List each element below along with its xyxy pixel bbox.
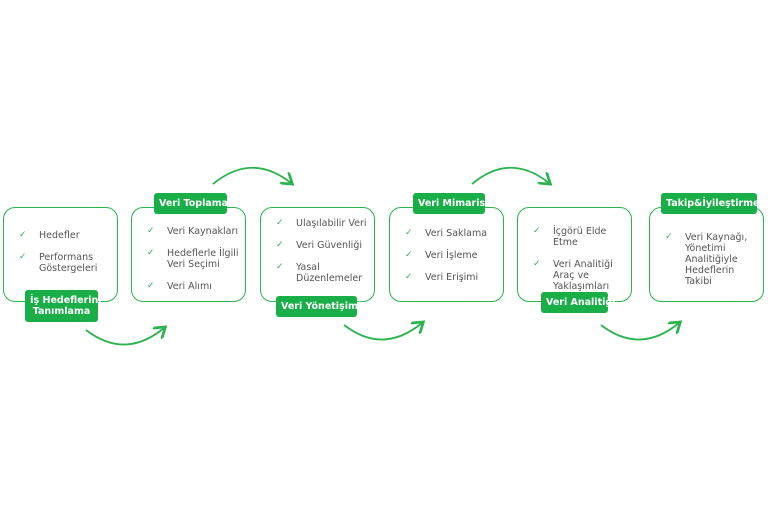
arrow-2-3 <box>212 166 291 184</box>
step-item: ✓ Veri İşleme <box>405 250 497 261</box>
step-item: ✓ Veri Güvenliği <box>276 240 368 251</box>
step-title-5: Veri Analitiği <box>541 292 615 313</box>
step-card-1: ✓ Hedefler ✓ Performans Göstergeleri <box>3 207 118 302</box>
step-item-text: Performans Göstergeleri <box>39 252 98 274</box>
step-title-4: Veri Mimarisi <box>413 193 488 214</box>
check-icon: ✓ <box>147 281 155 291</box>
check-icon: ✓ <box>147 226 155 236</box>
step-item-text: Veri İşleme <box>425 250 478 261</box>
step-items: ✓ İçgörü Elde Etme ✓ Veri Analitiği Araç ve… <box>533 226 625 303</box>
step-item-text: Hedeflerle İlgili Veri Seçimi <box>167 248 239 270</box>
step-item: ✓ Veri Kaynağı, Yönetimi Analitiğiyle Hed… <box>665 232 757 287</box>
check-icon: ✓ <box>276 240 284 250</box>
step-item-text: Veri Güvenliği <box>296 240 362 251</box>
step-title-3: Veri Yönetişimi <box>276 296 361 317</box>
step-item: ✓ İçgörü Elde Etme <box>533 226 625 248</box>
step-item-text: Ulaşılabilir Veri <box>296 218 367 229</box>
arrow-3-4 <box>343 323 422 341</box>
check-icon: ✓ <box>533 259 541 269</box>
check-icon: ✓ <box>405 228 413 238</box>
arrow-1-2 <box>85 328 164 346</box>
check-icon: ✓ <box>147 248 155 258</box>
step-item: ✓ Ulaşılabilir Veri <box>276 218 368 229</box>
step-items: ✓ Veri Kaynağı, Yönetimi Analitiğiyle Hed… <box>665 232 757 298</box>
step-item: ✓ Veri Alımı <box>147 281 239 292</box>
step-item-text: İçgörü Elde Etme <box>553 226 607 248</box>
check-icon: ✓ <box>276 218 284 228</box>
step-items: ✓ Veri Kaynakları ✓ Hedeflerle İlgili Veri … <box>147 226 239 303</box>
step-item-text: Veri Alımı <box>167 281 212 292</box>
step-item: ✓ Performans Göstergeleri <box>19 252 111 274</box>
step-item: ✓ Veri Analitiği Araç ve Yaklaşımları <box>533 259 625 292</box>
step-item: ✓ Veri Erişimi <box>405 272 497 283</box>
check-icon: ✓ <box>405 272 413 282</box>
arrow-5-6 <box>600 323 679 341</box>
step-item-text: Veri Analitiği Araç ve Yaklaşımları <box>553 259 613 292</box>
step-item-text: Yasal Düzenlemeler <box>296 262 363 284</box>
step-title-6: Takip&İyileştirme <box>661 193 760 214</box>
step-title-2: Veri Toplama <box>154 193 228 214</box>
step-items: ✓ Hedefler ✓ Performans Göstergeleri <box>19 230 111 285</box>
check-icon: ✓ <box>533 226 541 236</box>
step-item: ✓ Hedeflerle İlgili Veri Seçimi <box>147 248 239 270</box>
step-card-3: ✓ Ulaşılabilir Veri ✓ Veri Güvenliği ✓ Yasal … <box>260 207 375 302</box>
check-icon: ✓ <box>665 232 673 242</box>
step-item-text: Veri Kaynakları <box>167 226 239 237</box>
check-icon: ✓ <box>405 250 413 260</box>
arrow-4-5 <box>471 166 549 184</box>
step-card-2: ✓ Veri Kaynakları ✓ Hedeflerle İlgili Veri … <box>131 207 246 302</box>
check-icon: ✓ <box>276 262 284 272</box>
step-item: ✓ Veri Saklama <box>405 228 497 239</box>
check-icon: ✓ <box>19 230 27 240</box>
step-item: ✓ Veri Kaynakları <box>147 226 239 237</box>
step-card-4: ✓ Veri Saklama ✓ Veri İşleme ✓ Veri Erişimi <box>389 207 504 302</box>
check-icon: ✓ <box>19 252 27 262</box>
step-item-text: Hedefler <box>39 230 80 241</box>
step-items: ✓ Veri Saklama ✓ Veri İşleme ✓ Veri Erişimi <box>405 228 497 294</box>
step-item: ✓ Yasal Düzenlemeler <box>276 262 368 284</box>
step-item-text: Veri Kaynağı, Yönetimi Analitiğiyle Hede… <box>685 232 748 287</box>
step-card-5: ✓ İçgörü Elde Etme ✓ Veri Analitiği Araç ve… <box>517 207 632 302</box>
step-item: ✓ Hedefler <box>19 230 111 241</box>
step-title-1: İş Hedeflerini Tanımlama <box>25 290 102 322</box>
step-card-6: ✓ Veri Kaynağı, Yönetimi Analitiğiyle Hed… <box>649 207 764 302</box>
step-item-text: Veri Erişimi <box>425 272 479 283</box>
step-item-text: Veri Saklama <box>425 228 488 239</box>
step-items: ✓ Ulaşılabilir Veri ✓ Veri Güvenliği ✓ Yasal … <box>276 218 368 295</box>
